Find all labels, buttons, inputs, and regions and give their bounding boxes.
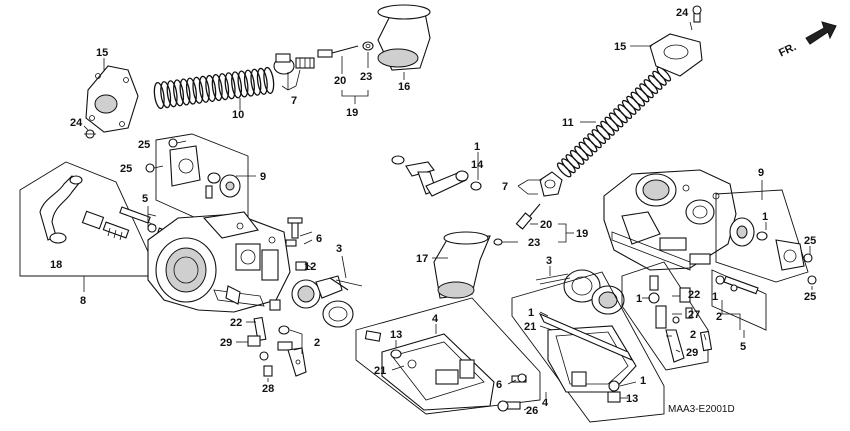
callout-1-bottom: 1 — [640, 375, 646, 387]
top-cover-right — [649, 33, 703, 77]
callout-26: 26 — [526, 405, 538, 417]
callout-23-center: 23 — [528, 237, 540, 249]
callout-1-right-mid: 1 — [636, 293, 642, 305]
callout-25-a: 25 — [138, 139, 150, 151]
callout-7-center: 7 — [502, 181, 508, 193]
callout-3-left: 3 — [336, 243, 342, 255]
screw-24-left — [84, 129, 96, 139]
callout-2-right-low: 2 — [716, 311, 722, 323]
callout-5-right: 5 — [740, 341, 746, 353]
hose-group-8 — [19, 161, 151, 277]
screw-25-b — [145, 163, 164, 173]
callout-19-center: 19 — [576, 228, 588, 240]
diagram-code: MAA3-E2001D — [668, 404, 735, 415]
callout-14: 14 — [471, 159, 484, 171]
float-valve-group-right — [621, 261, 713, 371]
callout-25-b: 25 — [120, 163, 132, 175]
callout-22-left: 22 — [230, 317, 242, 329]
screw-26 — [497, 400, 521, 412]
screw-25-d — [807, 275, 817, 285]
callout-18: 18 — [50, 259, 62, 271]
callout-3-center: 3 — [546, 255, 552, 267]
callout-21-left: 21 — [374, 365, 386, 377]
callout-6-bottom: 6 — [496, 379, 502, 391]
callout-21-right: 21 — [524, 321, 536, 333]
needle-holder-7-center — [539, 171, 563, 197]
callout-13-right: 13 — [626, 393, 638, 405]
callout-15-right: 15 — [614, 41, 626, 53]
fr-label: FR. — [777, 41, 798, 59]
leader-lines — [83, 21, 813, 411]
callout-27: 27 — [688, 309, 700, 321]
callout-23-left: 23 — [360, 71, 372, 83]
callout-20-center: 20 — [540, 219, 552, 231]
callout-24-left: 24 — [70, 117, 83, 129]
callout-1-right-low: 1 — [712, 291, 718, 303]
callout-25-c: 25 — [804, 235, 816, 247]
float-chamber-group-4-right — [511, 271, 665, 423]
callout-13-left: 13 — [390, 329, 402, 341]
callout-20-left: 20 — [334, 75, 346, 87]
screw-6-left — [285, 217, 303, 247]
spring-11 — [556, 66, 672, 178]
callout-2-left: 2 — [314, 337, 320, 349]
callout-28: 28 — [262, 383, 274, 395]
accelerator-pump-center — [535, 269, 625, 315]
screw-25-c — [803, 253, 813, 263]
carburetor-body-right — [603, 169, 737, 271]
callout-4-right: 4 — [542, 397, 549, 409]
top-cover-left — [85, 65, 139, 133]
callout-1-center-low: 1 — [528, 307, 534, 319]
pilot-screw-group-right — [711, 269, 767, 331]
callout-4-left: 4 — [432, 313, 439, 325]
choke-group-left — [155, 133, 249, 227]
front-direction-arrow — [805, 21, 837, 45]
callout-12: 12 — [304, 261, 316, 273]
vacuum-piston-17 — [433, 231, 491, 299]
callout-9-left: 9 — [260, 171, 266, 183]
drain-parts-left — [247, 299, 307, 377]
screw-6-bottom — [511, 373, 527, 383]
callout-5-left: 5 — [142, 193, 148, 205]
float-chamber-group-4-left — [355, 297, 541, 415]
callout-7-left: 7 — [291, 95, 297, 107]
callout-1-center: 1 — [474, 141, 480, 153]
choke-group-right — [715, 189, 809, 283]
callout-9-right: 9 — [758, 167, 764, 179]
washer-23-center — [493, 238, 503, 246]
callout-6-left: 6 — [316, 233, 322, 245]
spring-10 — [153, 66, 275, 110]
vacuum-piston-16 — [377, 4, 431, 71]
callout-2-right: 2 — [690, 329, 696, 341]
jet-needle-20-center — [515, 203, 541, 230]
callout-16: 16 — [398, 81, 410, 93]
callout-11: 11 — [562, 117, 574, 129]
callout-29-right: 29 — [686, 347, 698, 359]
callout-10: 10 — [232, 109, 244, 121]
callout-8: 8 — [80, 295, 86, 307]
throttle-link-center — [391, 155, 482, 197]
callout-17: 17 — [416, 253, 428, 265]
jet-needle-20-left — [317, 45, 359, 58]
callout-24-right: 24 — [676, 7, 689, 19]
callout-1-right-top: 1 — [762, 211, 768, 223]
callout-15-left: 15 — [96, 47, 108, 59]
accelerator-pump-left — [291, 261, 363, 328]
needle-holder-7-left — [273, 53, 315, 75]
carburetor-body-left — [147, 211, 291, 313]
callout-25-d: 25 — [804, 291, 816, 303]
screw-25-a — [168, 138, 187, 148]
washer-23-left — [362, 41, 374, 51]
callout-29-left: 29 — [220, 337, 232, 349]
callout-19-left: 19 — [346, 107, 358, 119]
callout-22-right: 22 — [688, 289, 700, 301]
screw-24-right — [692, 5, 702, 23]
